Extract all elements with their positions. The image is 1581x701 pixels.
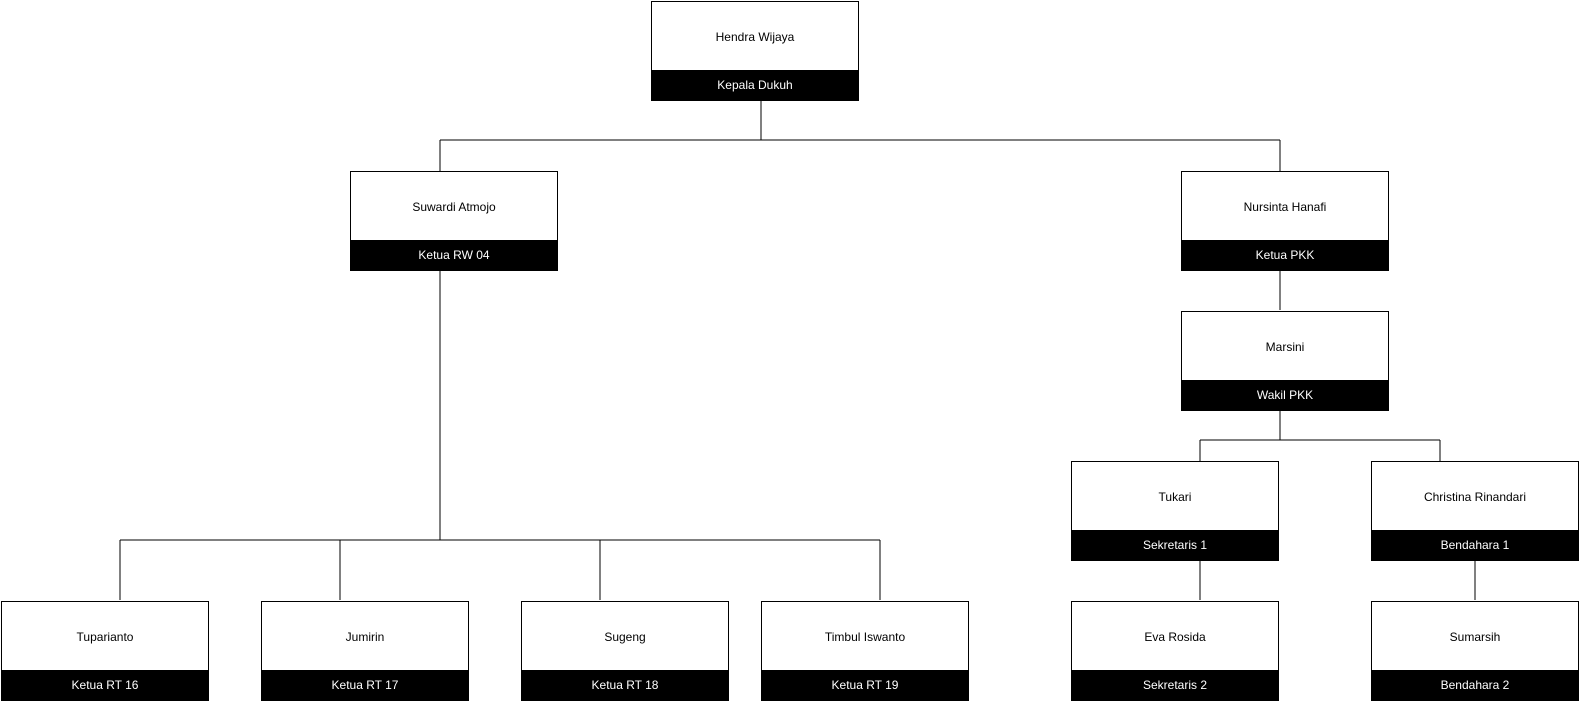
node-role: Bendahara 1 — [1372, 530, 1578, 560]
node-role: Ketua RT 16 — [2, 670, 208, 700]
node-role: Ketua PKK — [1182, 240, 1388, 270]
node-name: Tukari — [1158, 489, 1192, 504]
node-role: Ketua RT 17 — [262, 670, 468, 700]
node-name: Marsini — [1265, 339, 1305, 354]
node-name: Nursinta Hanafi — [1243, 199, 1327, 214]
node-ketua-rt-19[interactable]: Timbul Iswanto Ketua RT 19 — [761, 601, 969, 701]
node-ketua-rt-18[interactable]: Sugeng Ketua RT 18 — [521, 601, 729, 701]
node-name: Hendra Wijaya — [715, 29, 795, 44]
node-name: Sugeng — [604, 629, 646, 644]
node-ketua-pkk[interactable]: Nursinta Hanafi Ketua PKK — [1181, 171, 1389, 271]
node-name: Christina Rinandari — [1423, 489, 1527, 504]
node-sekretaris-1[interactable]: Tukari Sekretaris 1 — [1071, 461, 1279, 561]
node-name: Sumarsih — [1449, 629, 1501, 644]
node-kepala-dukuh[interactable]: Hendra Wijaya Kepala Dukuh — [651, 1, 859, 101]
node-role: Bendahara 2 — [1372, 670, 1578, 700]
node-bendahara-2[interactable]: Sumarsih Bendahara 2 — [1371, 601, 1579, 701]
node-name: Jumirin — [345, 629, 385, 644]
node-role: Sekretaris 1 — [1072, 530, 1278, 560]
node-bendahara-1[interactable]: Christina Rinandari Bendahara 1 — [1371, 461, 1579, 561]
node-ketua-rw[interactable]: Suwardi Atmojo Ketua RW 04 — [350, 171, 558, 271]
node-role: Ketua RT 18 — [522, 670, 728, 700]
node-ketua-rt-17[interactable]: Jumirin Ketua RT 17 — [261, 601, 469, 701]
node-wakil-pkk[interactable]: Marsini Wakil PKK — [1181, 311, 1389, 411]
node-ketua-rt-16[interactable]: Tuparianto Ketua RT 16 — [1, 601, 209, 701]
node-role: Kepala Dukuh — [652, 70, 858, 100]
node-name: Tuparianto — [76, 629, 134, 644]
node-name: Suwardi Atmojo — [412, 199, 496, 214]
node-name: Timbul Iswanto — [824, 629, 906, 644]
node-role: Sekretaris 2 — [1072, 670, 1278, 700]
node-role: Ketua RW 04 — [351, 240, 557, 270]
node-role: Wakil PKK — [1182, 380, 1388, 410]
node-role: Ketua RT 19 — [762, 670, 968, 700]
node-sekretaris-2[interactable]: Eva Rosida Sekretaris 2 — [1071, 601, 1279, 701]
node-name: Eva Rosida — [1144, 629, 1206, 644]
